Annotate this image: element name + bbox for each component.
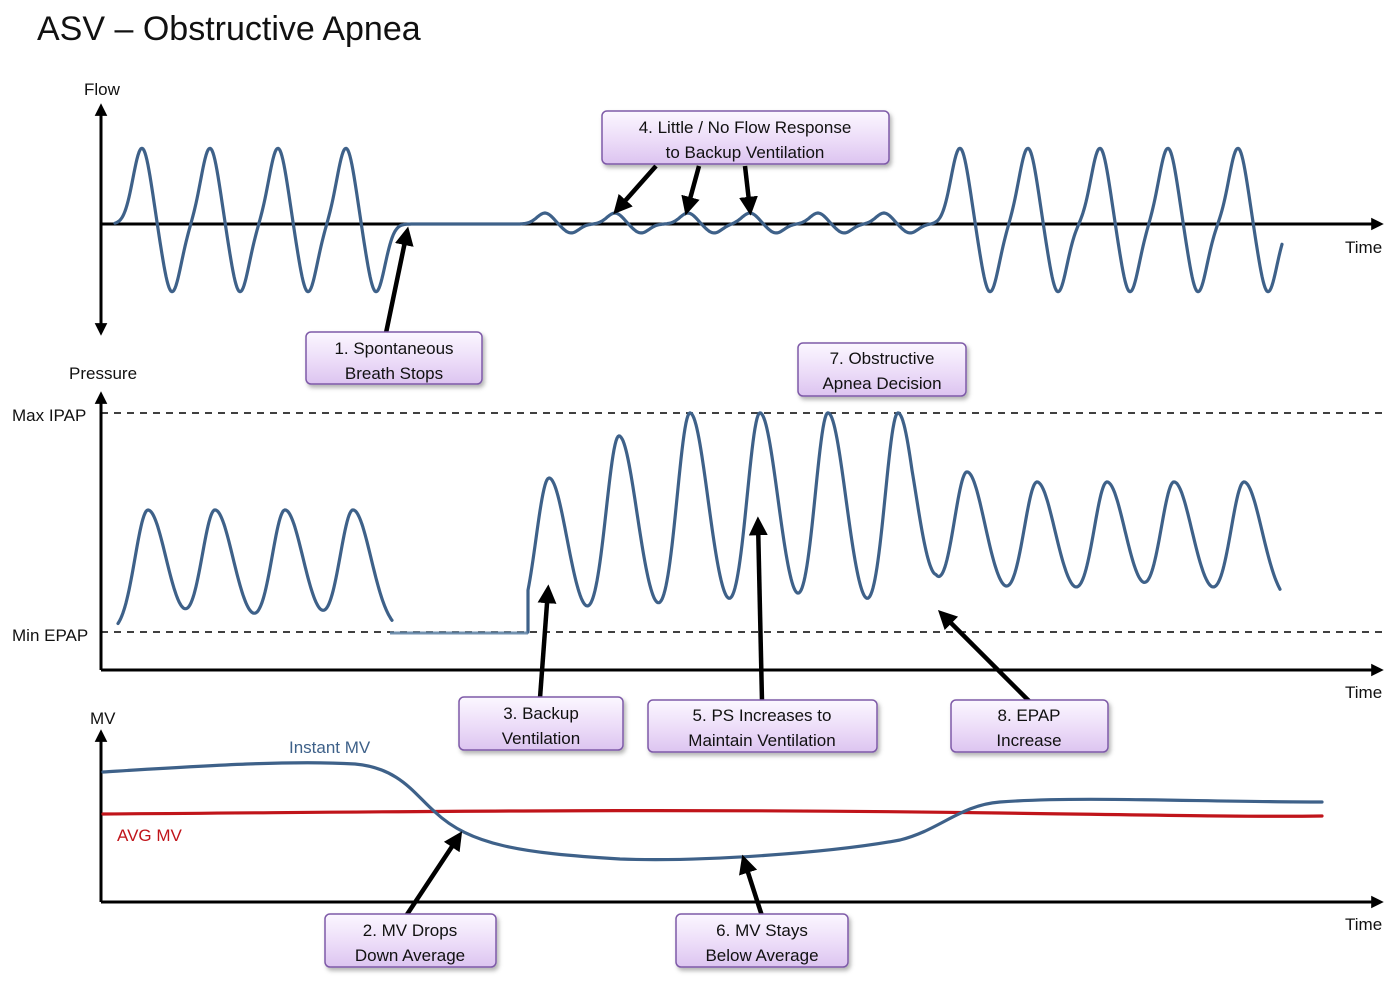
arrow-flow-response-3 [739, 165, 758, 216]
min-epap-label: Min EPAP [12, 626, 88, 645]
callout-line-2: Maintain Ventilation [688, 731, 835, 750]
callout-line-2: Below Average [705, 946, 818, 965]
avg-mv-label: AVG MV [117, 826, 183, 845]
avg-mv-curve [101, 808, 1324, 818]
callout-line-1: 4. Little / No Flow Response [639, 118, 852, 137]
diagram-title: ASV – Obstructive Apnea [37, 10, 421, 48]
callout-line-1: 3. Backup [503, 704, 579, 723]
callout-mv-drops-down-average: 2. MV Drops Down Average [324, 913, 497, 968]
callout-line-1: 5. PS Increases to [693, 706, 832, 725]
callout-backup-ventilation: 3. Backup Ventilation [458, 696, 624, 751]
callout-line-2: Down Average [355, 946, 465, 965]
callout-box [647, 699, 878, 753]
arrow-mv-drops [404, 831, 463, 918]
callout-box [797, 342, 967, 397]
instant-mv-curve [101, 761, 1324, 862]
instant-mv-label: Instant MV [289, 738, 371, 757]
callout-line-2: Apnea Decision [822, 374, 941, 393]
callout-ps-increases: 5. PS Increases to Maintain Ventilation [647, 699, 878, 753]
callout-obstructive-apnea-decision: 7. Obstructive Apnea Decision [797, 342, 967, 397]
max-ipap-label: Max IPAP [12, 406, 86, 425]
arrow-epap-increase [937, 609, 1031, 703]
callout-line-1: 7. Obstructive [830, 349, 935, 368]
callout-line-1: 2. MV Drops [363, 921, 457, 940]
pressure-axis-label: Pressure [69, 364, 137, 383]
pointer-arrows [383, 164, 1031, 918]
arrow-flow-response-1 [613, 164, 658, 215]
mv-time-label: Time [1345, 915, 1382, 934]
callout-line-2: to Backup Ventilation [666, 143, 825, 162]
pressure-time-label: Time [1345, 683, 1382, 702]
callout-box [675, 913, 849, 968]
flow-axis-label: Flow [84, 80, 121, 99]
callout-box [458, 696, 624, 751]
callout-box [305, 331, 483, 385]
mv-axis-label: MV [90, 709, 116, 728]
callout-spontaneous-breath-stops: 1. Spontaneous Breath Stops [305, 331, 483, 385]
callout-line-1: 6. MV Stays [716, 921, 808, 940]
callout-mv-stays-below-average: 6. MV Stays Below Average [675, 913, 849, 968]
callout-line-1: 8. EPAP [998, 706, 1061, 725]
arrow-ps-increases [748, 516, 768, 702]
callout-line-2: Ventilation [502, 729, 580, 748]
arrow-backup-ventilation [537, 584, 557, 699]
flow-waveform [113, 146, 1284, 294]
callout-line-1: 1. Spontaneous [334, 339, 453, 358]
flow-time-label: Time [1345, 238, 1382, 257]
arrow-flow-response-2 [681, 165, 702, 216]
callout-box [324, 913, 497, 968]
arrow-mv-stays [739, 854, 765, 917]
arrow-breath-stops [383, 226, 414, 334]
callout-box [601, 110, 890, 165]
callout-little-no-flow-response: 4. Little / No Flow Response to Backup V… [601, 110, 890, 165]
callout-epap-increase: 8. EPAP Increase [950, 699, 1109, 753]
callout-line-2: Increase [996, 731, 1061, 750]
callout-box [950, 699, 1109, 753]
pressure-waveform [116, 411, 1282, 634]
callout-line-2: Breath Stops [345, 364, 443, 383]
